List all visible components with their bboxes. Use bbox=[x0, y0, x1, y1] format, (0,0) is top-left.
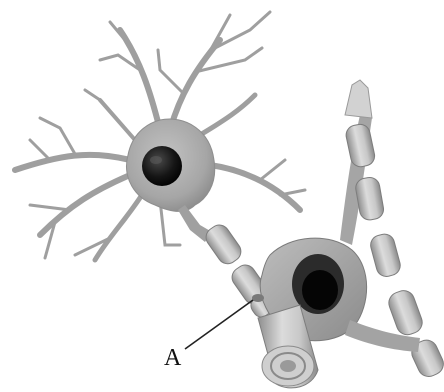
dendrite bbox=[40, 118, 75, 154]
myelin-sheath bbox=[202, 221, 245, 268]
dendrite bbox=[30, 140, 50, 160]
dendrite bbox=[85, 90, 100, 100]
dendrite bbox=[200, 95, 255, 135]
myelin-sheath bbox=[344, 123, 376, 169]
axon-core bbox=[280, 360, 296, 372]
dendrite bbox=[170, 40, 220, 130]
myelin-sheath bbox=[354, 176, 385, 222]
dendrite bbox=[205, 15, 230, 60]
nucleus bbox=[142, 146, 182, 186]
dendrite bbox=[30, 205, 70, 210]
axon-terminal-top bbox=[345, 80, 372, 118]
dendrite bbox=[120, 30, 160, 130]
dendrite bbox=[15, 155, 130, 170]
node-of-ranvier bbox=[252, 294, 264, 302]
dendrite bbox=[100, 100, 135, 140]
myelin-sheath bbox=[368, 232, 402, 279]
pointer-line bbox=[185, 300, 253, 349]
label-a: A bbox=[164, 345, 182, 371]
schwann-nucleus-core bbox=[302, 270, 338, 310]
dendrite bbox=[158, 50, 182, 92]
myelin-sheath bbox=[386, 288, 425, 338]
dendrite bbox=[260, 160, 285, 180]
dendrite bbox=[210, 165, 300, 210]
nucleolus-highlight bbox=[150, 156, 162, 164]
dendrite bbox=[95, 190, 145, 260]
